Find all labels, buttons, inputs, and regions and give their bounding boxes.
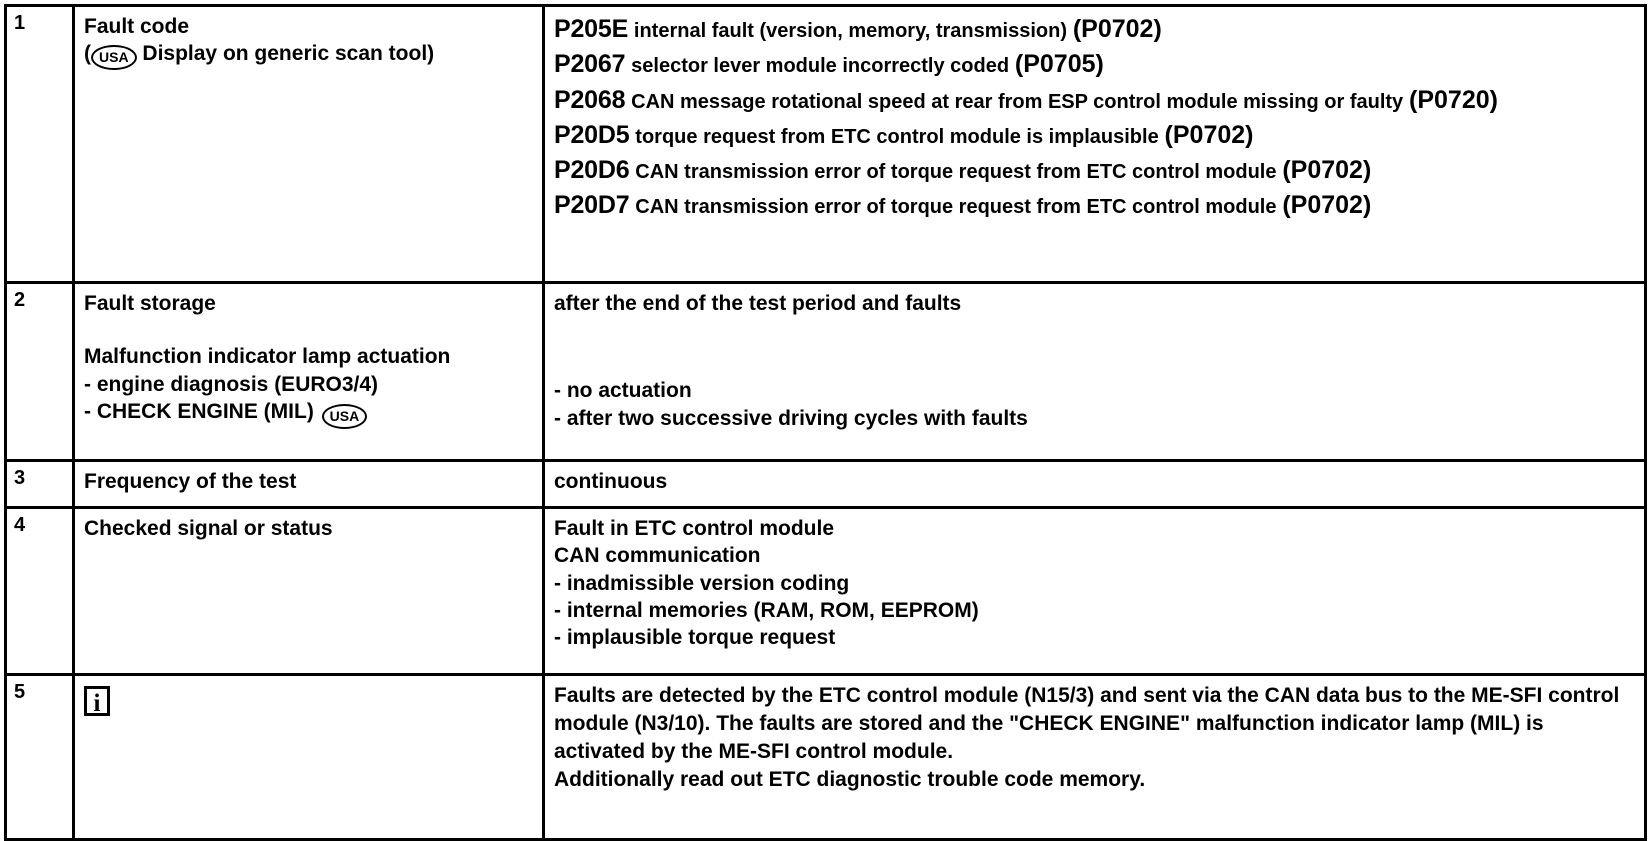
generic-code: (P0702)	[1282, 156, 1372, 184]
table-row: 1 Fault code (USA Display on generic sca…	[4, 4, 1647, 284]
info-icon: i	[84, 686, 110, 717]
checked-signal-line-3: - inadmissible version coding	[554, 571, 850, 595]
list-item: P20D6 CAN transmission error of torque r…	[554, 154, 1636, 187]
list-item: P20D7 CAN transmission error of torque r…	[554, 189, 1636, 222]
usa-badge-icon: USA	[321, 403, 368, 429]
generic-code: (P0702)	[1282, 191, 1372, 220]
row-number-2: 2	[4, 281, 75, 462]
table-row: 5 i Faults are detected by the ETC contr…	[4, 673, 1647, 841]
fault-code: P205E	[554, 15, 629, 43]
row-5-value-cell: Faults are detected by the ETC control m…	[542, 673, 1647, 841]
fault-code: P2067	[554, 50, 626, 79]
mil-two-cycles: - after two successive driving cycles wi…	[554, 406, 1028, 430]
mil-engine-diagnosis: - engine diagnosis (EURO3/4)	[84, 372, 379, 396]
usa-badge-icon: USA	[91, 45, 137, 71]
row-4-value-cell: Fault in ETC control module CAN communic…	[542, 506, 1647, 676]
fault-storage-title: Fault storage	[84, 292, 216, 315]
row-number-1: 1	[4, 4, 75, 284]
table-row: 4 Checked signal or status Fault in ETC …	[4, 506, 1647, 676]
checked-signal-line-1: Fault in ETC control module	[554, 517, 834, 540]
generic-code: (P0705)	[1014, 50, 1104, 79]
checked-signal-line-5: - implausible torque request	[554, 626, 836, 650]
fault-code-title: Fault code	[84, 15, 190, 38]
row-3-label-cell: Frequency of the test	[72, 459, 545, 509]
checked-signal-line-4: - internal memories (RAM, ROM, EEPROM)	[554, 598, 979, 622]
note-paragraph-2: Additionally read out ETC diagnostic tro…	[554, 767, 1146, 791]
generic-code: (P0702)	[1164, 120, 1254, 149]
mil-no-actuation: - no actuation	[554, 379, 692, 403]
paren-open: (	[84, 42, 91, 66]
row-4-label-cell: Checked signal or status	[72, 506, 545, 676]
fault-description: selector lever module incorrectly coded	[631, 55, 1010, 78]
list-item: P2067 selector lever module incorrectly …	[554, 48, 1636, 81]
row-2-value-cell: after the end of the test period and fau…	[542, 281, 1647, 462]
fault-storage-value: after the end of the test period and fau…	[554, 292, 962, 315]
fault-description: torque request from ETC control module i…	[635, 125, 1159, 148]
note-paragraph-1: Faults are detected by the ETC control m…	[554, 684, 1620, 763]
fault-code: P20D7	[554, 191, 630, 220]
generic-scan-tool-text: Display on generic scan tool)	[142, 42, 435, 66]
fault-description: internal fault (version, memory, transmi…	[633, 20, 1067, 42]
checked-signal-line-2: CAN communication	[554, 544, 761, 568]
row-number-3: 3	[4, 459, 75, 509]
spacer	[84, 317, 534, 343]
row-5-label-cell: i	[72, 673, 545, 841]
fault-code-table: 1 Fault code (USA Display on generic sca…	[4, 4, 1647, 841]
fault-code: P2068	[554, 85, 626, 114]
generic-scan-tool-note: (USA Display on generic scan tool)	[84, 40, 534, 71]
fault-description: CAN message rotational speed at rear fro…	[631, 90, 1404, 113]
generic-code: (P0702)	[1072, 15, 1162, 43]
diagnostic-table-page: 1 Fault code (USA Display on generic sca…	[0, 4, 1648, 841]
row-number-5: 5	[4, 673, 75, 841]
mil-check-engine-text: - CHECK ENGINE (MIL)	[84, 399, 314, 423]
row-2-label-cell: Fault storage Malfunction indicator lamp…	[72, 281, 545, 462]
table-row: 2 Fault storage Malfunction indicator la…	[4, 281, 1647, 462]
generic-code: (P0720)	[1409, 85, 1498, 114]
row-3-value-cell: continuous	[542, 459, 1647, 509]
list-item: P20D5 torque request from ETC control mo…	[554, 119, 1636, 152]
fault-code-list: P205E internal fault (version, memory, t…	[554, 13, 1636, 223]
mil-check-engine: - CHECK ENGINE (MIL) USA	[84, 398, 534, 429]
list-item: P205E internal fault (version, memory, t…	[554, 13, 1636, 46]
row-1-value-cell: P205E internal fault (version, memory, t…	[542, 4, 1647, 284]
list-item: P2068 CAN message rotational speed at re…	[554, 84, 1636, 117]
fault-code: P20D6	[554, 156, 630, 184]
row-1-label-cell: Fault code (USA Display on generic scan …	[72, 4, 545, 284]
fault-code: P20D5	[554, 120, 630, 149]
spacer	[554, 317, 1636, 377]
fault-description: CAN transmission error of torque request…	[635, 196, 1277, 219]
fault-description: CAN transmission error of torque request…	[635, 161, 1277, 183]
table-row: 3 Frequency of the test continuous	[4, 459, 1647, 509]
row-number-4: 4	[4, 506, 75, 676]
mil-actuation-title: Malfunction indicator lamp actuation	[84, 345, 451, 369]
